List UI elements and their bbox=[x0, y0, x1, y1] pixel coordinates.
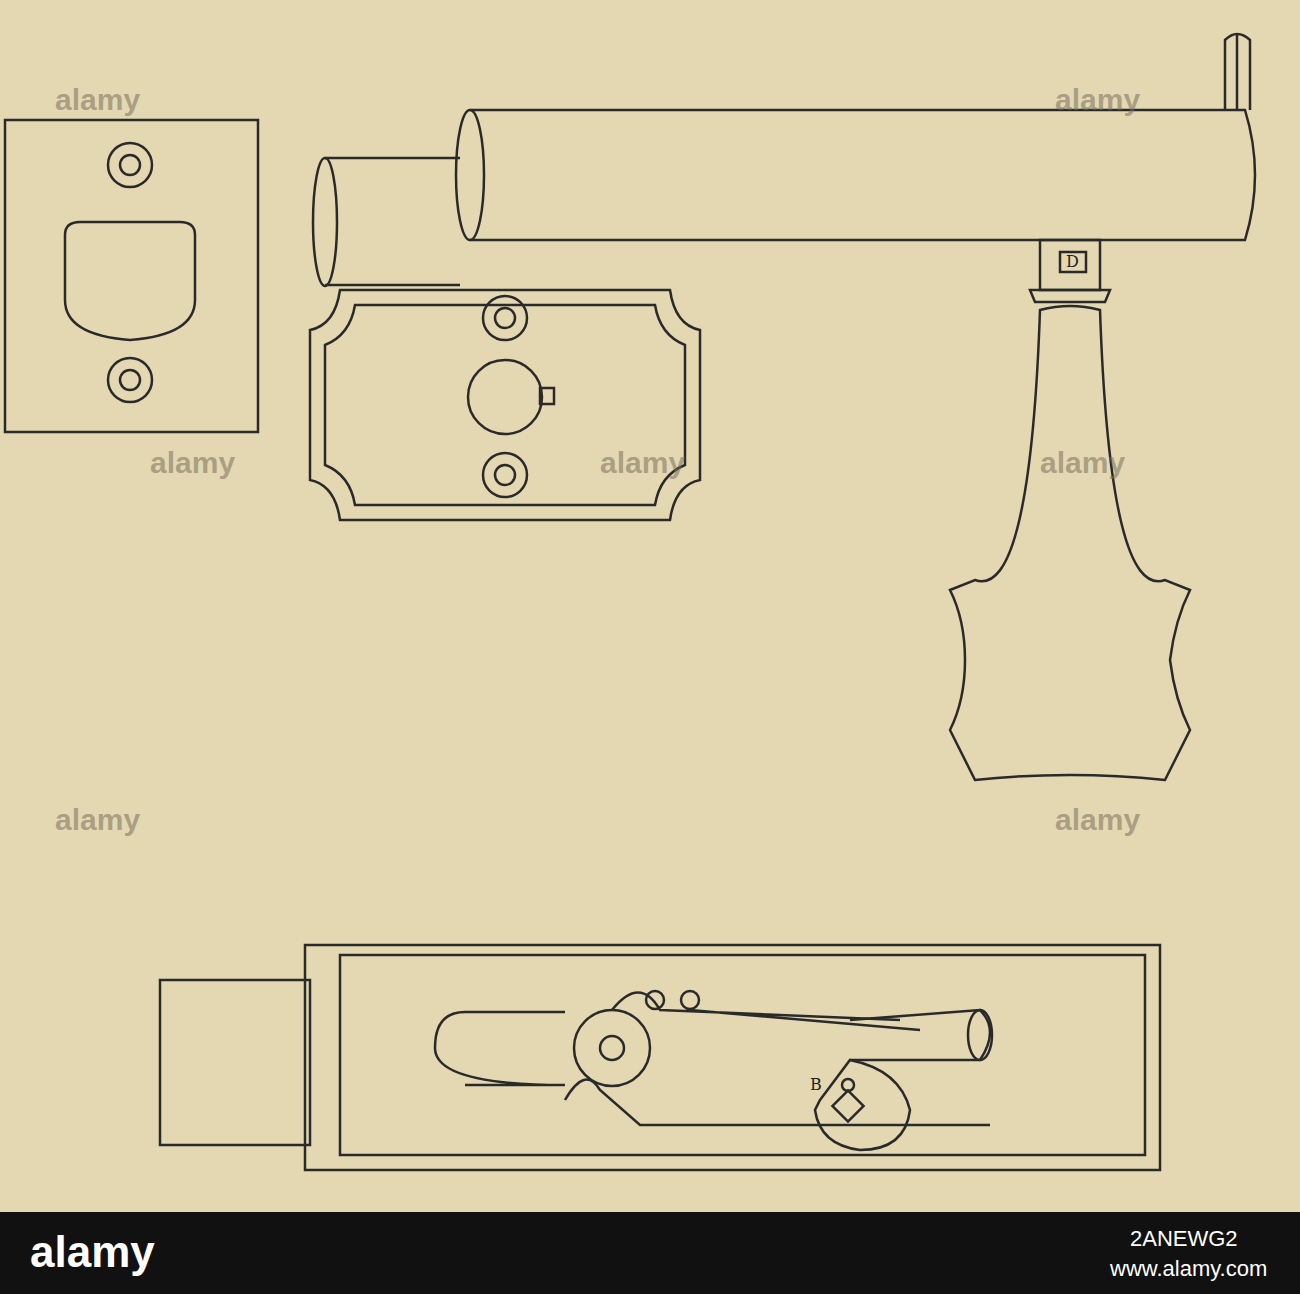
part-letter: B bbox=[810, 1077, 822, 1093]
watermark: alamy bbox=[55, 85, 140, 115]
watermark: alamy bbox=[1055, 805, 1140, 835]
watermark: alamy bbox=[600, 448, 685, 478]
watermark: alamy bbox=[1055, 85, 1140, 115]
watermark: alamy bbox=[55, 805, 140, 835]
watermark-url: www.alamy.com bbox=[1110, 1258, 1267, 1280]
watermark-logo: alamy bbox=[30, 1230, 155, 1274]
watermark: alamy bbox=[150, 448, 235, 478]
watermark: alamy bbox=[1040, 448, 1125, 478]
part-letter: D bbox=[1066, 254, 1079, 270]
lock-illustration bbox=[0, 0, 1300, 1212]
watermark-banner bbox=[0, 1212, 1300, 1294]
image-id: 2ANEWG2 bbox=[1130, 1228, 1238, 1250]
